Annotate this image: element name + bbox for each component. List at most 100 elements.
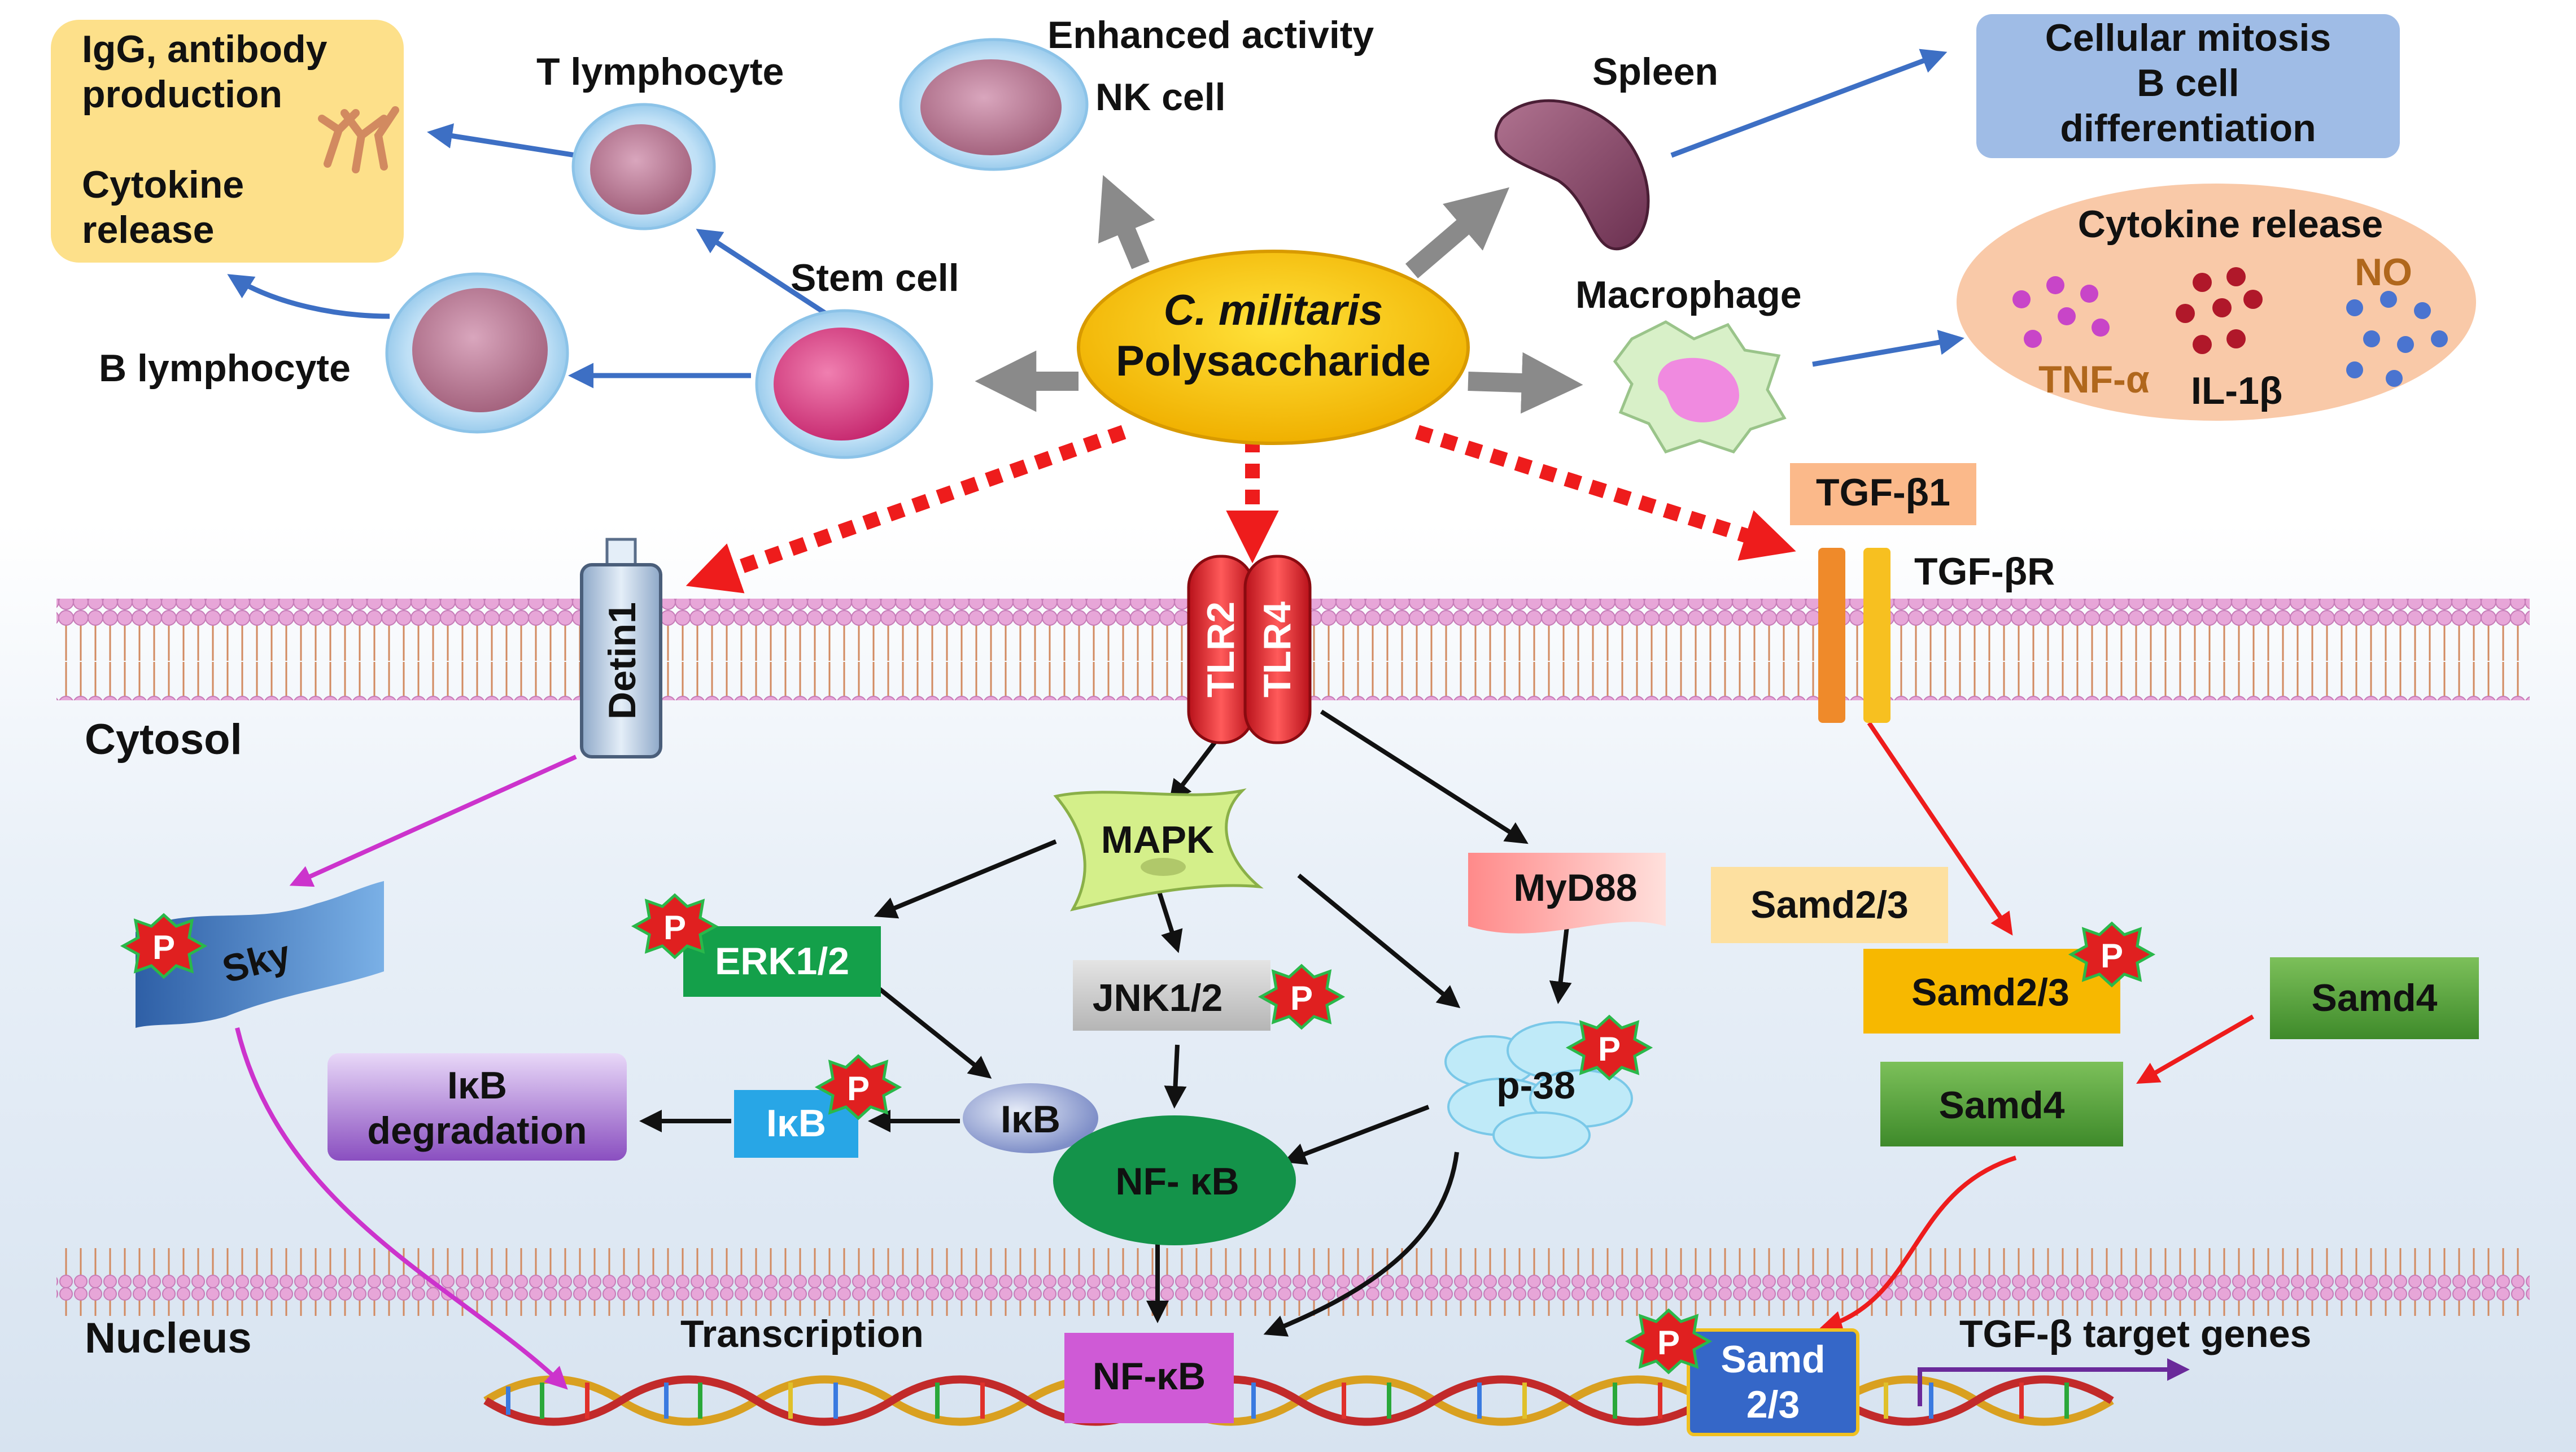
samd4-right-label: Samd4 xyxy=(2312,976,2438,1019)
nfkb-label: NF- κB xyxy=(1115,1160,1239,1203)
mitosis-box xyxy=(1976,14,2400,158)
tgfb1-box xyxy=(1790,463,1976,525)
tgfbr-left xyxy=(1818,548,1845,723)
cyto-line1: Cytokine xyxy=(82,163,244,206)
tnf-label: TNF-α xyxy=(2038,358,2150,401)
igg-line2: production xyxy=(82,73,282,116)
p38-label: p-38 xyxy=(1496,1064,1575,1107)
ikb-oval xyxy=(963,1083,1098,1153)
mitosis-line3: differentiation xyxy=(2060,107,2316,150)
il1b-dots xyxy=(2176,267,2263,354)
cytokine-release-label: Cytokine release xyxy=(2078,203,2383,246)
samd4-box xyxy=(1880,1062,2123,1146)
phosphate-badge-jnk: P xyxy=(1258,963,1346,1030)
samd23-light-label: Samd2/3 xyxy=(1750,883,1909,926)
mapk-shape xyxy=(1053,788,1264,912)
tgfb1-label: TGF-β1 xyxy=(1816,471,1950,514)
antibody-icon xyxy=(318,106,399,173)
nk-activity-label: Enhanced activity xyxy=(1047,14,1374,56)
sky-shape xyxy=(136,881,384,1028)
myd88-label: MyD88 xyxy=(1513,866,1637,909)
detin-receptor xyxy=(580,563,662,758)
black-arrows xyxy=(639,709,1572,1337)
igg-line1: IgG, antibody xyxy=(82,28,328,71)
nfkb-ellipse xyxy=(1053,1115,1296,1245)
detin-label: Detin1 xyxy=(601,602,644,720)
spleen-label: Spleen xyxy=(1592,50,1718,93)
phosphate-badge-erk: P xyxy=(631,893,719,960)
samd-nuclear-line1: Samd xyxy=(1721,1338,1825,1381)
samd23-label: Samd2/3 xyxy=(1911,971,2069,1014)
mitosis-line1: Cellular mitosis xyxy=(2045,16,2331,59)
phosphate-badge-samd23: P xyxy=(2068,921,2156,988)
nk-cell-nucleus xyxy=(920,59,1062,155)
p38-shape xyxy=(1444,1021,1633,1159)
jnk-box xyxy=(1073,960,1270,1031)
phosphate-badge-ikb: P xyxy=(814,1054,902,1120)
svg-text:P: P xyxy=(2101,937,2123,975)
ikb-p-label: IκB xyxy=(766,1102,826,1145)
tnf-dots xyxy=(2012,276,2110,348)
samd4-right-box xyxy=(2270,957,2479,1039)
target-genes-label: TGF-β target genes xyxy=(1959,1313,2311,1355)
tlr4-label: TLR4 xyxy=(1256,601,1299,697)
b-lymphocyte-nucleus xyxy=(412,288,548,412)
center-title-line1: C. militaris xyxy=(1164,286,1383,334)
svg-text:P: P xyxy=(1598,1030,1621,1068)
mapk-spot xyxy=(1141,858,1186,876)
tlr2-label: TLR2 xyxy=(1199,601,1242,697)
samd23-box xyxy=(1863,949,2120,1034)
ikb-label: IκB xyxy=(1001,1098,1060,1141)
no-dots xyxy=(2346,291,2448,387)
dna-helix xyxy=(483,1375,2114,1426)
mitosis-line2: B cell xyxy=(2137,62,2239,104)
samd-nuclear-line2: 2/3 xyxy=(1747,1383,1800,1426)
myd88-shape xyxy=(1468,853,1666,934)
gray-arrows xyxy=(975,175,1583,414)
svg-text:P: P xyxy=(1290,979,1313,1017)
center-ellipse xyxy=(1077,250,1470,445)
no-label: NO xyxy=(2355,251,2412,294)
red-dashed-arrows xyxy=(686,425,1796,594)
svg-text:P: P xyxy=(847,1070,870,1107)
erk-label: ERK1/2 xyxy=(715,940,849,983)
erk-box xyxy=(683,926,881,997)
svg-text:P: P xyxy=(663,909,686,947)
nfkb-nuclear-box xyxy=(1064,1333,1234,1423)
svg-text:P: P xyxy=(1657,1324,1680,1362)
cyto-line2: release xyxy=(82,208,214,251)
nuclear-membrane xyxy=(56,1248,2530,1316)
jnk-label: JNK1/2 xyxy=(1093,976,1223,1019)
samd23-light-box xyxy=(1711,867,1948,943)
ikb-deg-line1: IκB xyxy=(447,1064,507,1107)
target-genes-arrow xyxy=(1918,1358,2190,1406)
svg-text:P: P xyxy=(152,928,175,966)
tgfbr-label: TGF-βR xyxy=(1914,550,2055,593)
samd4-label: Samd4 xyxy=(1939,1084,2065,1127)
mapk-label: MAPK xyxy=(1101,818,1214,861)
ikb-deg-line2: degradation xyxy=(367,1109,587,1152)
nfkb-nuclear-label: NF-κB xyxy=(1093,1355,1206,1398)
il1b-label: IL-1β xyxy=(2191,369,2282,412)
macrophage-label: Macrophage xyxy=(1575,273,1802,316)
macrophage-nucleus xyxy=(1658,357,1739,422)
nk-cell-label: NK cell xyxy=(1095,76,1226,119)
phosphate-badge-sky: P xyxy=(120,913,208,979)
magenta-arrows xyxy=(235,755,577,1390)
t-lymphocyte-label: T lymphocyte xyxy=(536,50,784,93)
transcription-label: Transcription xyxy=(680,1313,924,1355)
b-lymphocyte-label: B lymphocyte xyxy=(99,347,351,390)
detin-cap xyxy=(605,538,637,569)
igg-cytokine-box xyxy=(51,20,404,263)
stem-cell-label: Stem cell xyxy=(791,256,959,299)
samd-nuclear-box xyxy=(1687,1328,1859,1436)
center-title-line2: Polysaccharide xyxy=(1116,337,1431,385)
tgfbr-right xyxy=(1863,548,1890,723)
ikb-degradation-box xyxy=(328,1053,627,1161)
cytosol-label: Cytosol xyxy=(85,716,242,764)
phosphate-badge-samd-nuclear: P xyxy=(1625,1308,1713,1375)
tlr4-receptor xyxy=(1243,555,1312,744)
phosphate-badge-p38: P xyxy=(1565,1014,1653,1081)
